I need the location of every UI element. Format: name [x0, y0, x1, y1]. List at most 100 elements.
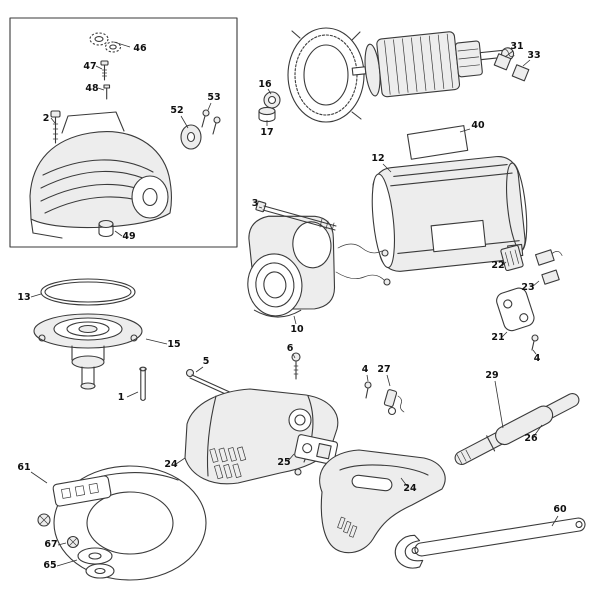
part-number-10: 10	[290, 324, 304, 335]
part-number-26: 26	[524, 433, 538, 444]
part-number-49: 49	[122, 231, 135, 242]
screws-53-drawing	[201, 109, 221, 135]
screw-4-right-drawing	[531, 334, 539, 351]
bearing-16-drawing	[263, 91, 281, 109]
callout-61: 61	[17, 462, 48, 484]
part-number-1: 1	[118, 392, 125, 403]
callout-24-left: 24	[164, 457, 186, 470]
part-number-31: 31	[510, 41, 523, 52]
callout-40: 40	[459, 120, 485, 133]
part-number-16: 16	[258, 79, 272, 90]
part-number-46: 46	[133, 43, 147, 54]
field-stator-drawing	[247, 215, 336, 318]
screw-6-drawing	[291, 352, 301, 380]
flange-set-65-drawing	[77, 547, 115, 579]
part-number-25: 25	[277, 457, 290, 468]
bearing-disc-52-drawing	[180, 124, 202, 150]
pin-48-drawing	[103, 84, 111, 100]
callout-17: 17	[260, 120, 274, 138]
callout-49: 49	[114, 230, 136, 242]
callout-12: 12	[371, 153, 392, 173]
callout-21: 21	[491, 331, 508, 343]
part-number-61: 61	[17, 462, 30, 473]
part-number-2: 2	[43, 113, 50, 124]
housing-half-right-drawing	[319, 449, 446, 554]
screw-4-center-drawing	[364, 381, 372, 399]
shim-washers-drawing	[89, 32, 122, 53]
callout-29: 29	[485, 370, 504, 429]
callout-53: 53	[207, 92, 221, 111]
brush-cover-plate-drawing	[496, 287, 535, 332]
pin-1-drawing	[139, 366, 147, 402]
callout-52: 52	[170, 105, 189, 129]
callout-6: 6	[287, 343, 296, 359]
brush-holders-drawing	[493, 49, 530, 82]
callout-1: 1	[118, 391, 139, 403]
part-number-23: 23	[521, 282, 534, 293]
part-number-47: 47	[83, 61, 96, 72]
callouts-layer: 46 47 48 2 52 53 16 17	[17, 41, 567, 571]
callout-27: 27	[377, 364, 391, 387]
part-number-12: 12	[371, 153, 384, 164]
lever-27-drawing	[383, 389, 405, 416]
callout-5: 5	[195, 356, 210, 373]
screw-2-drawing	[50, 110, 61, 144]
part-number-65: 65	[43, 560, 56, 571]
callout-15: 15	[145, 338, 181, 350]
part-number-5: 5	[203, 356, 210, 367]
callout-31: 31	[504, 41, 524, 58]
part-number-24-right: 24	[403, 483, 417, 494]
switch-bracket-25-drawing	[294, 434, 339, 476]
clamp-screw-67-drawing	[66, 535, 80, 549]
part-number-4-center: 4	[362, 364, 369, 375]
callout-3: 3	[252, 198, 263, 209]
part-number-22: 22	[491, 260, 504, 271]
callout-26: 26	[524, 424, 543, 444]
callout-60: 60	[551, 504, 567, 527]
callout-10: 10	[290, 315, 304, 335]
callout-4-right: 4	[532, 349, 541, 364]
stator-leads-drawing	[335, 243, 391, 286]
part-number-27: 27	[377, 364, 390, 375]
gear-housing-drawing	[29, 111, 172, 239]
callout-25: 25	[277, 453, 295, 468]
part-number-40: 40	[471, 120, 485, 131]
nameplate-drawing	[406, 125, 469, 160]
part-number-67: 67	[44, 539, 57, 550]
part-number-4-right: 4	[534, 353, 541, 364]
part-number-48: 48	[85, 83, 99, 94]
bushing-17-drawing	[258, 106, 276, 123]
callout-67: 67	[44, 539, 67, 550]
wrench-drawing	[394, 517, 586, 569]
part-number-21: 21	[491, 332, 504, 343]
part-number-60: 60	[553, 504, 567, 515]
part-number-52: 52	[170, 105, 183, 116]
callout-4-center: 4	[362, 364, 369, 382]
callout-33: 33	[522, 50, 541, 67]
callout-16: 16	[258, 79, 272, 95]
callout-22: 22	[491, 260, 507, 271]
part-number-33: 33	[527, 50, 540, 61]
bearing-flange-drawing	[33, 313, 143, 390]
callout-2: 2	[43, 113, 56, 124]
wheel-guard-drawing	[37, 465, 207, 581]
callout-13: 13	[17, 292, 42, 303]
carbon-brushes-drawing	[534, 249, 563, 285]
callout-47: 47	[83, 61, 103, 72]
through-bolt-drawing	[255, 200, 337, 232]
part-number-13: 13	[17, 292, 30, 303]
screw-47-drawing	[100, 60, 109, 81]
part-number-3: 3	[252, 198, 259, 209]
housing-half-left-drawing	[184, 388, 339, 485]
switch-22-drawing	[500, 244, 524, 272]
callout-48: 48	[85, 83, 105, 94]
part-number-17: 17	[260, 127, 273, 138]
callout-23: 23	[521, 280, 540, 293]
part-number-24-left: 24	[164, 459, 178, 470]
fan-baffle-drawing	[287, 27, 365, 123]
motor-housing-drawing	[371, 155, 528, 272]
callout-65: 65	[43, 559, 78, 571]
callout-24-right: 24	[400, 477, 417, 494]
